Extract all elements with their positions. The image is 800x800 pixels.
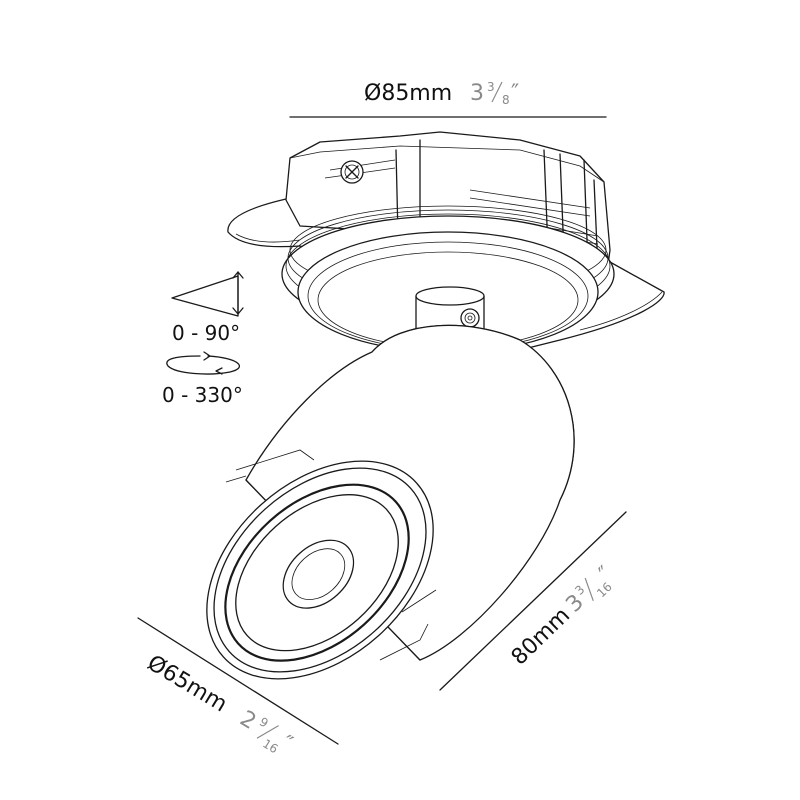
top-diameter-frac-slash (491, 81, 503, 103)
front-diameter-inch-whole: 2 (235, 706, 260, 735)
tilt-icon (171, 275, 239, 317)
top-diameter-dimension: Ø85mm 3 3 8 ″ (289, 80, 607, 118)
top-diameter-metric: Ø85mm (364, 81, 452, 106)
top-diameter-inch-den: 8 (502, 93, 510, 107)
bezel-notches (225, 449, 437, 661)
rotation-range-label: 0 - 330° (162, 383, 243, 407)
top-diameter-inch-num: 3 (487, 80, 495, 94)
front-face (206, 460, 434, 680)
top-diameter-inch-whole: 3 (470, 81, 484, 106)
top-diameter-inch-mark: ″ (511, 81, 519, 106)
length-metric: 80mm (507, 603, 575, 670)
front-diameter-metric: Ø65mm (143, 651, 231, 718)
front-diameter-frac-slash (256, 725, 279, 739)
housing-screw-icon (340, 160, 364, 184)
tilt-indicator: 0 - 90° (171, 271, 244, 345)
front-diameter-inch-den: 16 (260, 736, 280, 756)
length-frac-slash (584, 577, 594, 602)
rotation-indicator: 0 - 330° (162, 351, 243, 407)
front-dimension-line (137, 617, 339, 745)
length-dimension-line (439, 511, 627, 691)
rotation-icon (166, 355, 241, 375)
tilt-range-label: 0 - 90° (172, 321, 240, 345)
front-diameter-inch-num: 9 (257, 715, 271, 731)
